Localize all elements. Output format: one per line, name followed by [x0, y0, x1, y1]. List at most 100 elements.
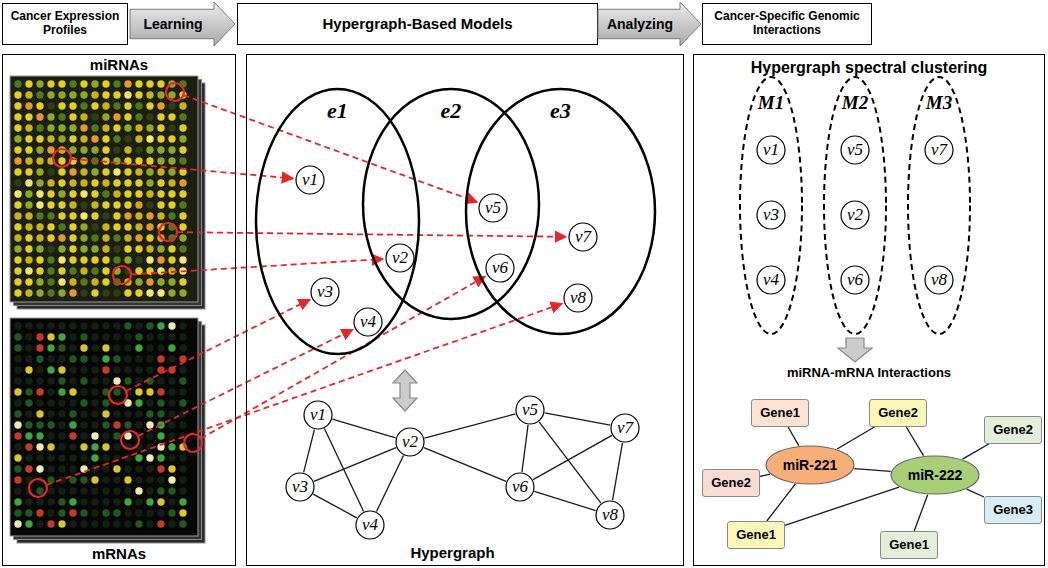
ellipse-outline: [891, 456, 979, 494]
node-label: miR-222: [908, 467, 962, 483]
array-spot: [80, 102, 87, 109]
array-spot: [69, 366, 76, 373]
vertex-circle: v5: [840, 135, 870, 165]
array-spot: [157, 267, 164, 274]
down-arrow: [838, 338, 872, 362]
array-spot: [58, 322, 65, 329]
array-spot: [146, 520, 153, 527]
spot-marker: [53, 149, 71, 167]
array-spot: [146, 366, 153, 373]
array-spot: [124, 135, 131, 142]
array-spot: [124, 344, 131, 351]
array-spot: [36, 278, 43, 285]
array-spot: [91, 124, 98, 131]
array-spot: [135, 91, 142, 98]
array-spot: [168, 498, 175, 505]
array-spot: [14, 377, 21, 384]
graph-edge: [314, 448, 396, 482]
array-spot: [146, 157, 153, 164]
array-spot: [124, 410, 131, 417]
array-spot: [36, 223, 43, 230]
array-spot: [102, 509, 109, 516]
array-spot: [80, 509, 87, 516]
array-spot: [14, 80, 21, 87]
array-spot: [179, 509, 186, 516]
array-spot: [168, 179, 175, 186]
array-spot: [113, 212, 120, 219]
node-label: v7: [575, 227, 591, 247]
vertex-circle: v5: [478, 193, 508, 223]
gene-box: Gene1: [727, 521, 785, 549]
circle-outline: [757, 136, 785, 164]
array-spot: [80, 135, 87, 142]
array-spot: [91, 355, 98, 362]
array-spot: [47, 399, 54, 406]
array-spot: [80, 443, 87, 450]
array-spot: [168, 168, 175, 175]
array-spot: [58, 421, 65, 428]
array-spot: [135, 135, 142, 142]
array-spot: [58, 443, 65, 450]
array-spot: [135, 245, 142, 252]
array-spot: [91, 223, 98, 230]
node-label: v3: [317, 282, 333, 302]
array-spot: [113, 344, 120, 351]
array-spot: [124, 146, 131, 153]
array-spot: [102, 432, 109, 439]
array-spot: [91, 256, 98, 263]
array-spot: [168, 201, 175, 208]
array-spot: [69, 443, 76, 450]
array-spot: [113, 223, 120, 230]
array-spot: [102, 245, 109, 252]
ellipse-outline: [255, 88, 420, 355]
node-label: Cancer-Specific Genomic Interactions: [705, 10, 869, 38]
graph-edge: [313, 494, 357, 518]
array-spot: [25, 443, 32, 450]
node-label: Gene1: [736, 528, 776, 543]
array-spot: [157, 410, 164, 417]
array-spot: [157, 487, 164, 494]
array-spot: [157, 520, 164, 527]
array-spot: [168, 355, 175, 362]
graph-edge: [767, 484, 796, 521]
spot-marker: [109, 386, 127, 404]
array-spot: [80, 256, 87, 263]
array-spot: [102, 223, 109, 230]
mapping-arrow: [183, 95, 477, 202]
array-spot: [91, 168, 98, 175]
node-label: miR-221: [783, 457, 837, 473]
array-spot: [91, 432, 98, 439]
gene-box: Gene2: [702, 469, 760, 497]
array-spot: [146, 135, 153, 142]
array-spot: [124, 179, 131, 186]
array-spot: [102, 179, 109, 186]
array-spot: [102, 377, 109, 384]
array-spot: [80, 289, 87, 296]
array-spot: [14, 146, 21, 153]
ellipse-outline: [824, 77, 886, 334]
array-spot: [146, 179, 153, 186]
node-label: Cancer Expression Profiles: [5, 10, 125, 38]
array-spot: [113, 168, 120, 175]
array-spot: [69, 223, 76, 230]
array-spot: [25, 135, 32, 142]
array-spot: [179, 333, 186, 340]
gene-box: Gene2: [984, 416, 1042, 444]
array-spot: [146, 80, 153, 87]
array-spot: [113, 201, 120, 208]
array-spot: [168, 421, 175, 428]
array-spot: [113, 509, 120, 516]
array-spot: [58, 212, 65, 219]
array-spot: [69, 509, 76, 516]
array-spot: [124, 322, 131, 329]
array-spot: [124, 91, 131, 98]
array-spot: [102, 267, 109, 274]
node-label: v5: [847, 140, 863, 160]
gene-box: Gene2: [869, 399, 927, 427]
array-spot: [25, 245, 32, 252]
array-spot: [14, 498, 21, 505]
circle-outline: [925, 266, 953, 294]
vertex-circle: v4: [355, 510, 385, 540]
array-spot: [47, 344, 54, 351]
array-spot: [58, 135, 65, 142]
